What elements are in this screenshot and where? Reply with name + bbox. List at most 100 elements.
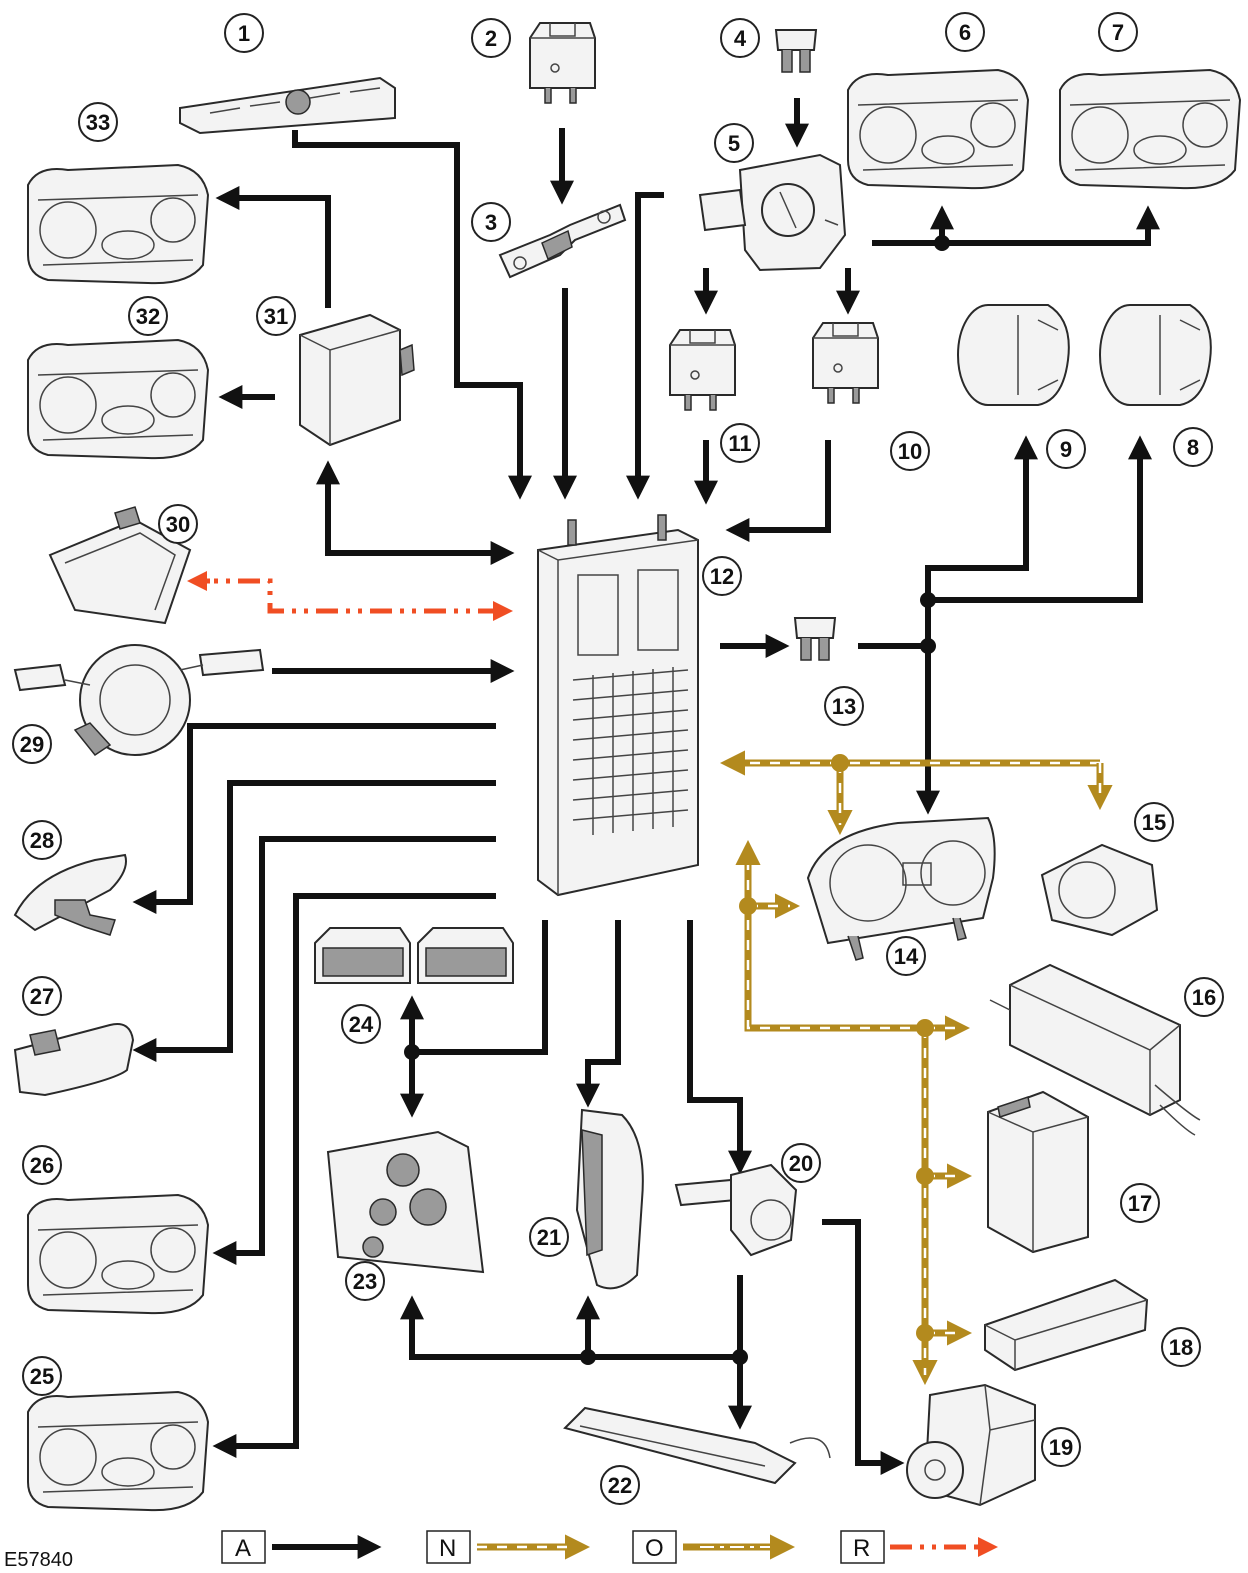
number-plate-lamp-icon — [417, 927, 514, 984]
callout-number: 12 — [710, 564, 734, 589]
control-module-icon — [984, 1278, 1149, 1372]
control-module-icon — [299, 313, 415, 447]
callout-number: 6 — [959, 20, 971, 45]
abs-module-icon — [906, 1383, 1036, 1507]
callout-circle — [128, 296, 168, 336]
callout-number: 2 — [485, 26, 497, 51]
callout-1: 1 — [224, 13, 264, 53]
callout-number: 31 — [264, 304, 288, 329]
marker-lamp-icon — [13, 1023, 135, 1097]
callout-4: 4 — [720, 18, 760, 58]
callout-circle — [224, 13, 264, 53]
callout-17: 17 — [1120, 1183, 1160, 1223]
control-module-icon — [989, 963, 1201, 1136]
callout-8: 8 — [1173, 427, 1213, 467]
callout-29: 29 — [12, 724, 52, 764]
callout-number: 33 — [86, 110, 110, 135]
callout-number: 18 — [1169, 1335, 1193, 1360]
callout-19: 19 — [1041, 1427, 1081, 1467]
callout-circle — [720, 423, 760, 463]
headlamp-icon — [27, 1194, 209, 1315]
side-repeater-icon — [13, 853, 127, 936]
callout-number: 25 — [30, 1364, 54, 1389]
central-junction-box-icon — [537, 514, 699, 897]
callout-number: 7 — [1112, 20, 1124, 45]
tail-lamp-icon — [326, 1130, 485, 1274]
switch-pack-icon — [179, 76, 396, 135]
legend-key-a: A — [235, 1535, 251, 1562]
callout-23: 23 — [345, 1261, 385, 1301]
callout-number: 14 — [894, 944, 919, 969]
callout-number: 10 — [898, 439, 922, 464]
callout-circle — [471, 202, 511, 242]
callout-9: 9 — [1046, 429, 1086, 469]
callout-circle — [720, 18, 760, 58]
callout-circle — [22, 820, 62, 860]
callout-7: 7 — [1098, 12, 1138, 52]
callout-number: 29 — [20, 732, 44, 757]
callout-33: 33 — [78, 102, 118, 142]
callout-circle — [345, 1261, 385, 1301]
strip-lamp-icon — [563, 1406, 831, 1485]
legend-key-o: O — [645, 1535, 664, 1562]
legend-item-n: N — [426, 1530, 591, 1564]
callout-circle — [158, 504, 198, 544]
callout-number: 20 — [789, 1151, 813, 1176]
callout-circle — [714, 123, 754, 163]
wires-type-r — [187, 571, 513, 621]
callout-25: 25 — [22, 1356, 62, 1396]
callout-number: 16 — [1192, 985, 1216, 1010]
headlamp-icon — [27, 1391, 209, 1512]
callout-circle — [256, 296, 296, 336]
relay-icon — [669, 329, 736, 411]
callout-3: 3 — [471, 202, 511, 242]
callout-circle — [1161, 1327, 1201, 1367]
legend-key-n: N — [439, 1535, 456, 1562]
legend-item-a: A — [221, 1530, 382, 1564]
callout-6: 6 — [945, 12, 985, 52]
side-lamp-icon — [575, 1108, 644, 1290]
number-plate-lamp-icon — [314, 927, 411, 984]
callout-circle — [22, 976, 62, 1016]
callout-circle — [78, 102, 118, 142]
callout-16: 16 — [1184, 977, 1224, 1017]
callout-circle — [12, 724, 52, 764]
callout-10: 10 — [890, 431, 930, 471]
brake-switch-icon — [674, 1163, 798, 1257]
callout-number: 17 — [1128, 1191, 1152, 1216]
callout-circle — [945, 12, 985, 52]
callout-number: 5 — [728, 131, 740, 156]
callout-number: 32 — [136, 304, 160, 329]
callout-number: 1 — [238, 21, 250, 46]
callout-number: 13 — [832, 694, 856, 719]
fog-lamp-icon — [957, 304, 1070, 406]
junction-dots — [404, 235, 950, 1365]
callout-14: 14 — [886, 936, 926, 976]
callout-circle — [22, 1145, 62, 1185]
callout-number: 8 — [1187, 435, 1199, 460]
callout-circle — [781, 1143, 821, 1183]
callout-circle — [1041, 1427, 1081, 1467]
headlamp-icon — [27, 339, 209, 460]
callout-circle — [529, 1217, 569, 1257]
fuse-icon — [775, 29, 817, 73]
callout-number: 23 — [353, 1269, 377, 1294]
relay-icon — [529, 22, 596, 104]
callout-number: 4 — [734, 26, 747, 51]
callout-24: 24 — [341, 1004, 381, 1044]
callout-circle — [1184, 977, 1224, 1017]
callout-circle — [824, 686, 864, 726]
callout-circle — [1120, 1183, 1160, 1223]
wires-type-a — [132, 98, 1160, 1475]
callout-circle — [890, 431, 930, 471]
control-module-icon — [987, 1090, 1089, 1254]
fog-lamp-icon — [1099, 304, 1212, 406]
callout-number: 30 — [166, 512, 190, 537]
fuse-icon — [794, 617, 836, 661]
callout-15: 15 — [1134, 802, 1174, 842]
callout-30: 30 — [158, 504, 198, 544]
headlamp-icon — [847, 69, 1029, 190]
callout-5: 5 — [714, 123, 754, 163]
